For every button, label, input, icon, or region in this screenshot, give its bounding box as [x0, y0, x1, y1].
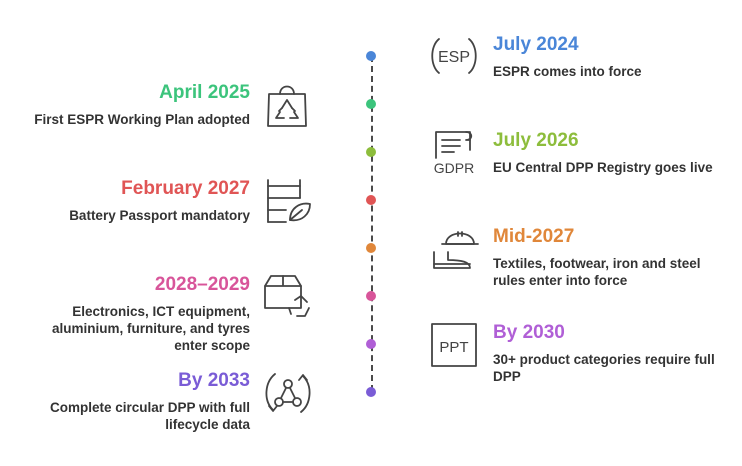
- milestone-2028-2029: 2028–2029 Electronics, ICT equipment, al…: [18, 274, 250, 354]
- milestone-description: Battery Passport mandatory: [69, 208, 250, 223]
- svg-text:PPT: PPT: [439, 339, 468, 356]
- milestone-date: Mid-2027: [493, 226, 575, 247]
- milestone-april-2025: April 2025 First ESPR Working Plan adopt…: [18, 82, 250, 128]
- milestone-date: July 2024: [493, 34, 579, 55]
- milestone-date: April 2025: [159, 82, 250, 103]
- timeline-dot-april-2025: [366, 99, 376, 109]
- milestone-description: Electronics, ICT equipment, aluminium, f…: [51, 304, 250, 353]
- timeline-axis: [371, 56, 373, 391]
- milestone-date: By 2030: [493, 322, 565, 343]
- helmet-boot-icon: [428, 222, 482, 276]
- milestone-february-2027: February 2027 Battery Passport mandatory: [18, 178, 250, 224]
- milestone-description: ESPR comes into force: [493, 64, 642, 79]
- milestone-by-2030: By 2030 30+ product categories require f…: [493, 322, 723, 385]
- milestone-date: 2028–2029: [154, 274, 250, 295]
- timeline-dot-by-2033: [366, 387, 376, 397]
- milestone-description: Textiles, footwear, iron and steel rules…: [493, 256, 701, 288]
- timeline-dot-by-2030: [366, 339, 376, 349]
- circular-network-icon: [261, 366, 315, 420]
- milestone-description: 30+ product categories require full DPP: [493, 352, 715, 384]
- milestone-july-2026: July 2026 EU Central DPP Registry goes l…: [493, 130, 723, 176]
- milestone-mid-2027: Mid-2027 Textiles, footwear, iron and st…: [493, 226, 723, 289]
- timeline-dot-july-2024: [366, 51, 376, 61]
- eco-shelf-icon: [262, 174, 316, 228]
- timeline-dot-july-2026: [366, 147, 376, 157]
- box-recycle-icon: [261, 270, 315, 324]
- milestone-date: By 2033: [178, 370, 250, 391]
- milestone-description: Complete circular DPP with full lifecycl…: [49, 400, 250, 432]
- timeline-dot-mid-2027: [366, 243, 376, 253]
- milestone-description: First ESPR Working Plan adopted: [34, 112, 250, 127]
- esp-icon: ESP: [427, 29, 481, 83]
- milestone-by-2033: By 2033 Complete circular DPP with full …: [18, 370, 250, 433]
- timeline-dot-2028-2029: [366, 291, 376, 301]
- milestone-july-2024: July 2024 ESPR comes into force: [493, 34, 723, 80]
- milestone-date: February 2027: [121, 178, 250, 199]
- milestone-description: EU Central DPP Registry goes live: [493, 160, 713, 175]
- svg-text:ESP: ESP: [438, 49, 470, 66]
- timeline-dot-february-2027: [366, 195, 376, 205]
- recycling-bag-icon: [260, 78, 314, 132]
- ppt-icon: PPT: [428, 318, 482, 372]
- svg-text:GDPR: GDPR: [434, 160, 474, 176]
- gdpr-document-icon: GDPR: [428, 126, 482, 180]
- milestone-date: July 2026: [493, 130, 579, 151]
